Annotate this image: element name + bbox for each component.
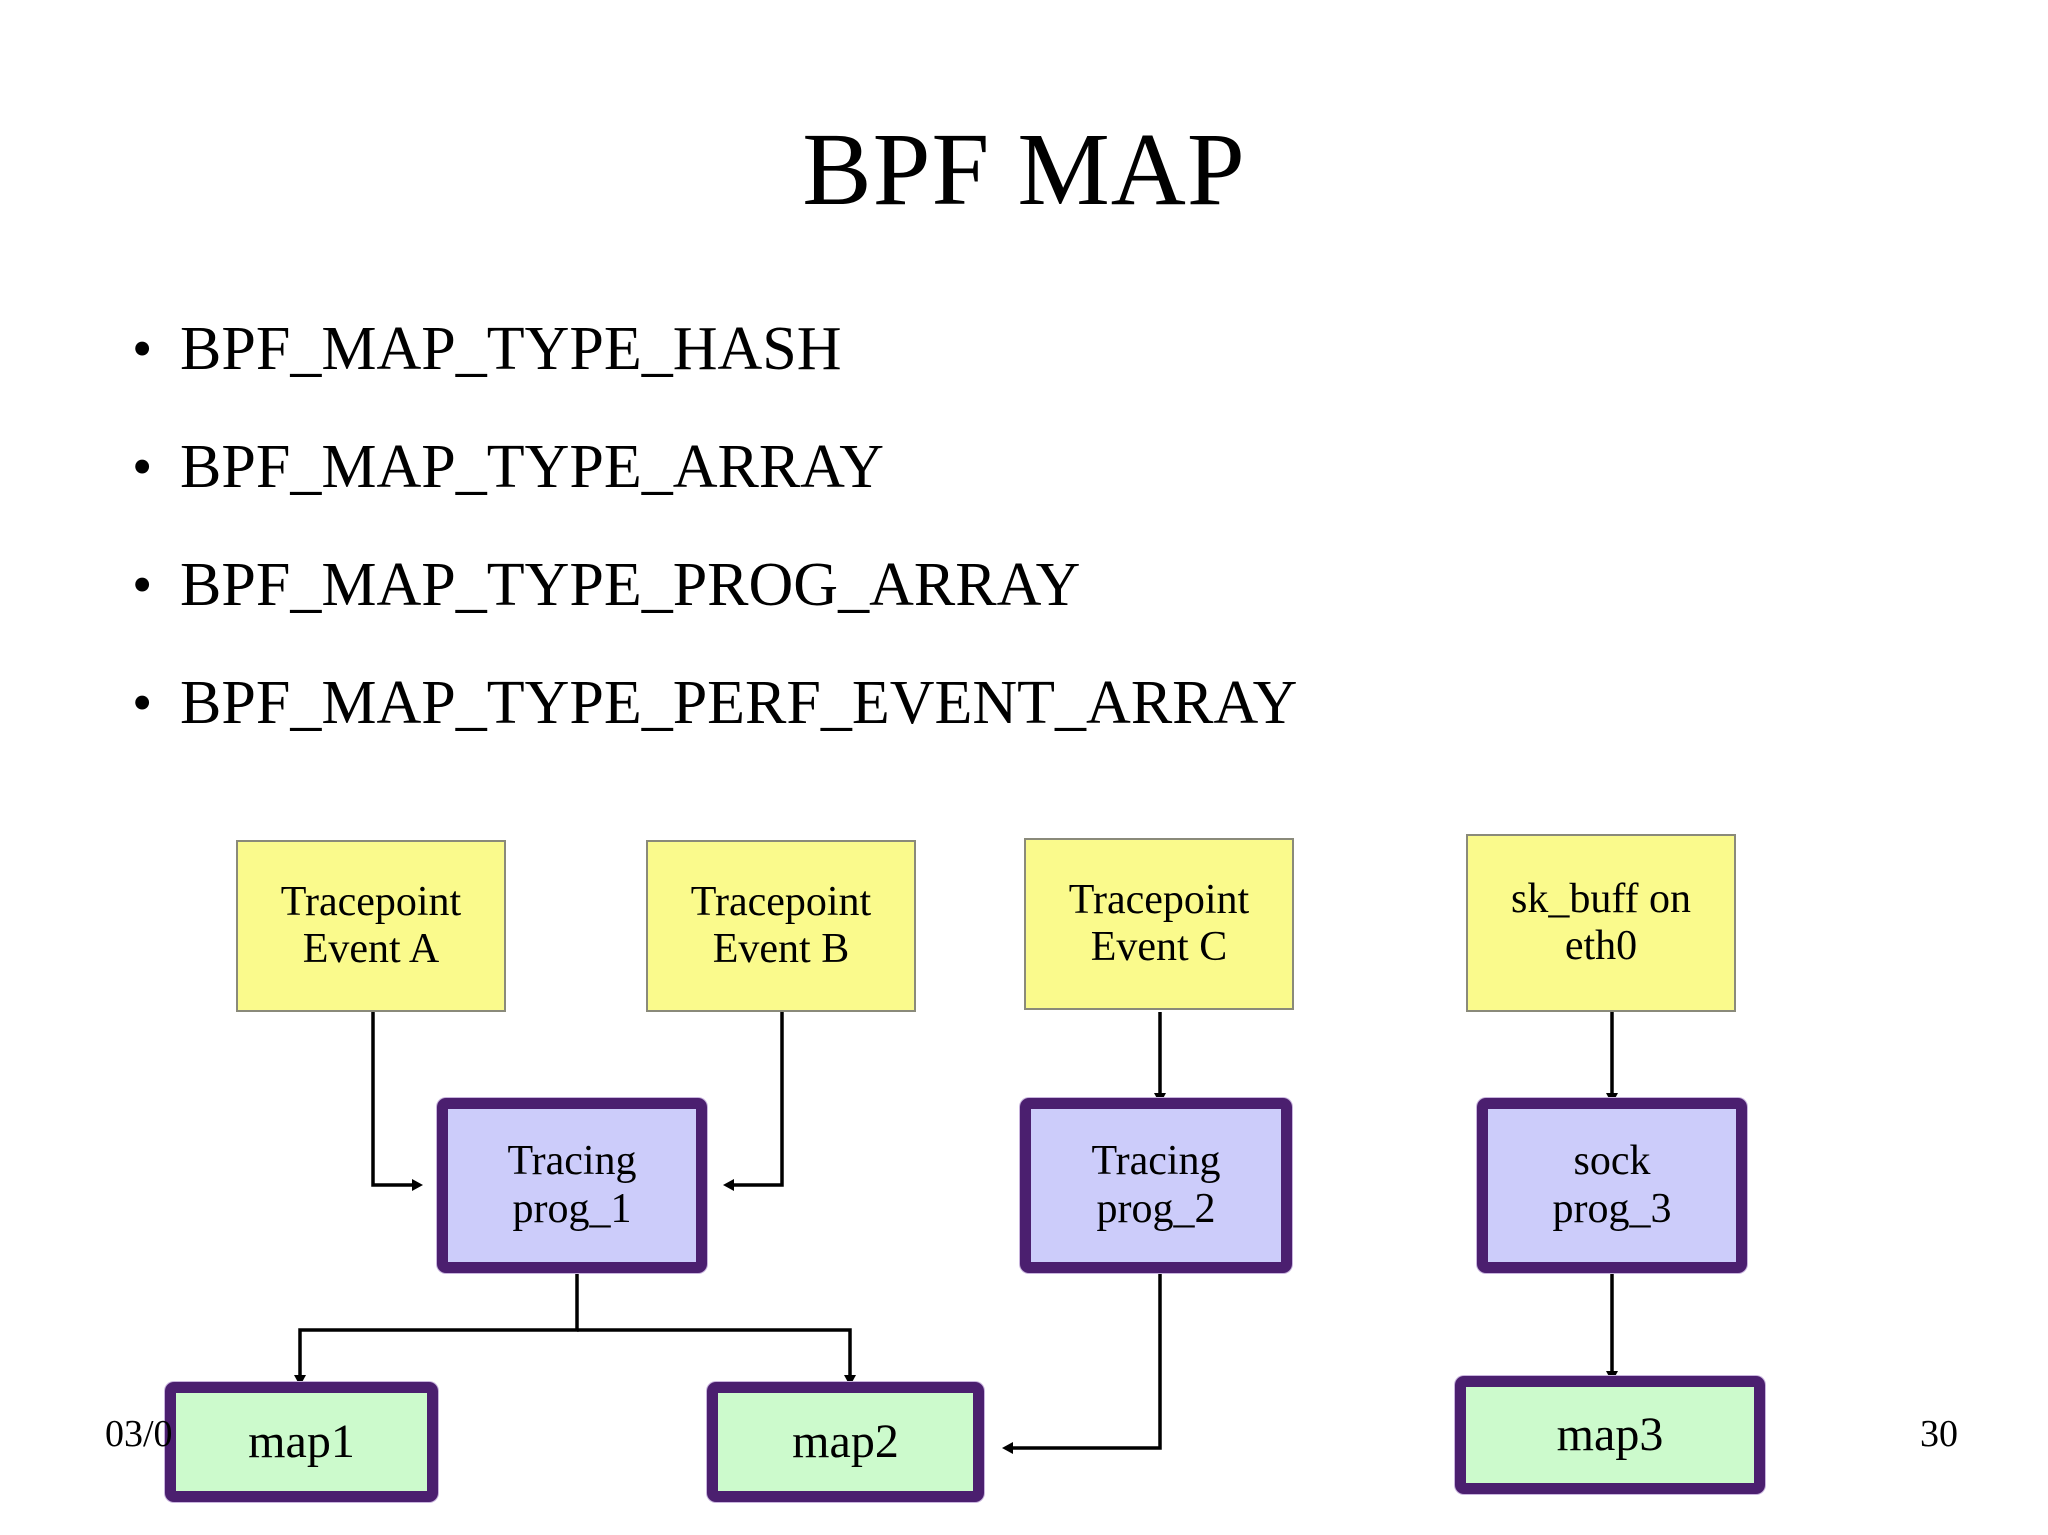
node-sock-prog-3[interactable]: sock prog_3 bbox=[1477, 1098, 1747, 1273]
connector-prog-1-to-map2 bbox=[577, 1328, 856, 1386]
node-map1[interactable]: map1 bbox=[165, 1382, 438, 1502]
node-label-line2: prog_3 bbox=[1552, 1185, 1672, 1232]
node-label-line2: prog_1 bbox=[512, 1185, 632, 1232]
node-tracepoint-event-c[interactable]: Tracepoint Event C bbox=[1024, 838, 1294, 1010]
node-label-line1: Tracepoint bbox=[1068, 876, 1250, 923]
bullet-label: BPF_MAP_TYPE_HASH bbox=[180, 315, 842, 383]
node-label: map3 bbox=[1556, 1408, 1664, 1462]
node-label-line1: Tracing bbox=[1091, 1138, 1221, 1185]
connector-event-b-to-prog-1 bbox=[723, 1012, 784, 1191]
node-label-line2: prog_2 bbox=[1096, 1185, 1216, 1232]
node-label-line2: Event B bbox=[712, 926, 850, 972]
list-item: • BPF_MAP_TYPE_ARRAY bbox=[118, 428, 1818, 546]
node-label-line2: Event A bbox=[302, 926, 440, 972]
node-label: map1 bbox=[248, 1415, 355, 1469]
node-label-line1: Tracing bbox=[507, 1138, 637, 1185]
bullet-icon: • bbox=[132, 552, 153, 617]
connector-prog-2-to-map2 bbox=[1002, 1272, 1162, 1454]
connector-event-a-to-prog-1 bbox=[371, 1012, 423, 1191]
node-map3[interactable]: map3 bbox=[1455, 1376, 1765, 1494]
node-label-line1: sock bbox=[1573, 1138, 1651, 1185]
list-item: • BPF_MAP_TYPE_PERF_EVENT_ARRAY bbox=[118, 664, 1818, 782]
bullet-icon: • bbox=[132, 670, 153, 735]
node-tracing-prog-1[interactable]: Tracing prog_1 bbox=[437, 1098, 707, 1273]
connector-prog-1-to-map1 bbox=[294, 1272, 579, 1386]
node-label-line1: Tracepoint bbox=[690, 878, 872, 925]
bullet-icon: • bbox=[132, 434, 153, 499]
node-tracepoint-event-a[interactable]: Tracepoint Event A bbox=[236, 840, 506, 1012]
bullet-list: • BPF_MAP_TYPE_HASH • BPF_MAP_TYPE_ARRAY… bbox=[118, 310, 1818, 782]
footer-page-number: 30 bbox=[1920, 1413, 1958, 1455]
node-label: map2 bbox=[792, 1415, 899, 1469]
node-tracing-prog-2[interactable]: Tracing prog_2 bbox=[1020, 1098, 1292, 1273]
page-title: BPF MAP bbox=[802, 112, 1246, 227]
list-item: • BPF_MAP_TYPE_HASH bbox=[118, 310, 1818, 428]
bullet-icon: • bbox=[132, 316, 153, 381]
node-label-line2: Event C bbox=[1090, 924, 1228, 970]
node-label-line1: sk_buff on bbox=[1510, 875, 1692, 922]
bullet-label: BPF_MAP_TYPE_PERF_EVENT_ARRAY bbox=[180, 669, 1298, 737]
node-skbuff-on-eth0[interactable]: sk_buff on eth0 bbox=[1466, 834, 1736, 1012]
list-item: • BPF_MAP_TYPE_PROG_ARRAY bbox=[118, 546, 1818, 664]
node-map2[interactable]: map2 bbox=[707, 1382, 984, 1502]
bullet-label: BPF_MAP_TYPE_ARRAY bbox=[180, 433, 885, 501]
node-tracepoint-event-b[interactable]: Tracepoint Event B bbox=[646, 840, 916, 1012]
bullet-label: BPF_MAP_TYPE_PROG_ARRAY bbox=[180, 551, 1081, 619]
node-label-line2: eth0 bbox=[1564, 923, 1638, 969]
footer-date: 03/0 bbox=[105, 1413, 173, 1455]
node-label-line1: Tracepoint bbox=[280, 878, 462, 925]
